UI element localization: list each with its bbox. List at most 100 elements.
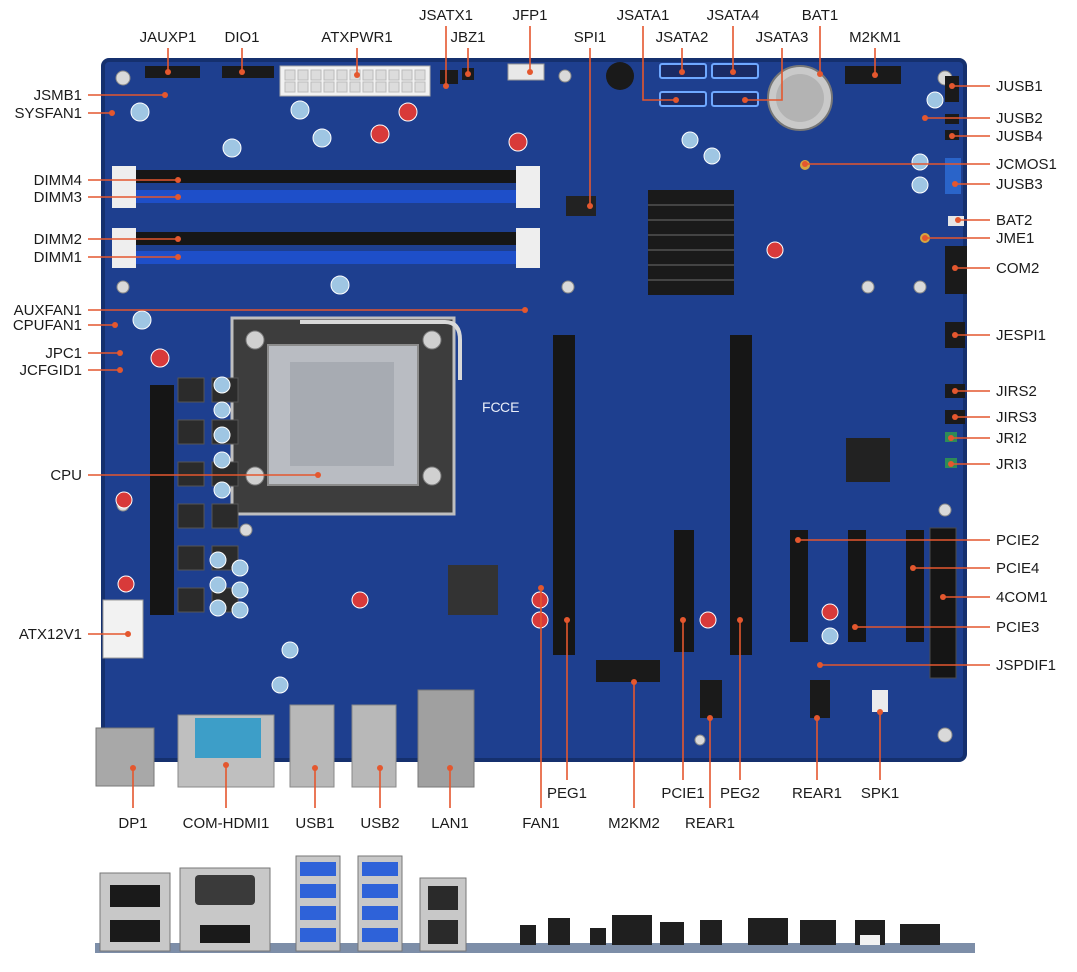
- label-pcie2: PCIE2: [996, 532, 1039, 549]
- vrm-heatsink: [150, 385, 174, 615]
- label-pcie4: PCIE4: [996, 560, 1039, 577]
- label-jsata4: JSATA4: [707, 7, 760, 24]
- label-jespi1: JESPI1: [996, 327, 1046, 344]
- leader-lines: [88, 26, 990, 808]
- usb1-port: [289, 704, 335, 788]
- rear-panel-base: [95, 943, 975, 953]
- label-com-hdmi1: COM-HDMI1: [183, 815, 270, 832]
- label-fan1: FAN1: [522, 815, 560, 832]
- spi-chip: [566, 196, 596, 216]
- label-sysfan1: SYSFAN1: [14, 105, 82, 122]
- atx-power-pins: [284, 69, 426, 93]
- label-jirs3: JIRS3: [996, 409, 1037, 426]
- rear-hdmi-port: [200, 925, 250, 943]
- label-cpu: CPU: [50, 467, 82, 484]
- cpu-socket-screws: [245, 330, 442, 486]
- label-dimm4: DIMM4: [34, 172, 82, 189]
- label-usb1: USB1: [295, 815, 334, 832]
- label-m2km2: M2KM2: [608, 815, 660, 832]
- fcc-mark: FC: [482, 399, 501, 415]
- label-jri2: JRI2: [996, 430, 1027, 447]
- pcie1-slot: [674, 530, 694, 652]
- dio1-header: [222, 66, 274, 78]
- atx12v-connector: [102, 599, 144, 659]
- label-jirs2: JIRS2: [996, 383, 1037, 400]
- rear-lan-port-a: [428, 886, 458, 910]
- label-jsmb1: JSMB1: [34, 87, 82, 104]
- label-jbz1: JBZ1: [450, 29, 485, 46]
- label-pcie1: PCIE1: [661, 785, 704, 802]
- rear-dp-upper: [110, 885, 160, 907]
- label-spk1: SPK1: [861, 785, 899, 802]
- rear-low-components: [520, 915, 940, 945]
- label-m2km1: M2KM1: [849, 29, 901, 46]
- label-jpc1: JPC1: [45, 345, 82, 362]
- label-bat1: BAT1: [802, 7, 838, 24]
- rear-serial-port: [195, 875, 255, 905]
- 4com1-header: [929, 527, 957, 679]
- callout-labels: JAUXP1 DIO1 ATXPWR1 JSATX1 JBZ1 JFP1 SPI…: [13, 7, 1057, 832]
- ce-mark: CE: [500, 399, 519, 415]
- expansion-slots: [553, 335, 924, 655]
- label-rear1-bottom: REAR1: [685, 815, 735, 832]
- label-jusb4: JUSB4: [996, 128, 1043, 145]
- label-jfp1: JFP1: [512, 7, 547, 24]
- dp1-port: [95, 727, 155, 787]
- rear-dp-lower: [110, 920, 160, 942]
- motherboard: [95, 58, 967, 788]
- rear1-header-a: [700, 680, 722, 718]
- label-auxfan1: AUXFAN1: [14, 302, 82, 319]
- buzzer: [606, 62, 634, 90]
- usb2-port: [351, 704, 397, 788]
- com-hdmi1-serial: [195, 718, 261, 758]
- label-jusb1: JUSB1: [996, 78, 1043, 95]
- label-jauxp1: JAUXP1: [140, 29, 197, 46]
- spk1-connector: [872, 690, 888, 712]
- rear-panel-view: [95, 855, 975, 953]
- label-jcmos1: JCMOS1: [996, 156, 1057, 173]
- leader-jsata1: [642, 26, 676, 101]
- label-jsatx1: JSATX1: [419, 7, 473, 24]
- io-chip: [846, 438, 890, 482]
- pch-chip: [448, 565, 498, 615]
- jfp1-header: [507, 63, 545, 81]
- pcie3-slot: [848, 530, 866, 642]
- label-dp1: DP1: [118, 815, 147, 832]
- label-jusb2: JUSB2: [996, 110, 1043, 127]
- label-peg2: PEG2: [720, 785, 760, 802]
- rear-usb1-ports: [300, 862, 336, 942]
- label-spi1: SPI1: [574, 29, 607, 46]
- capacitors: [115, 91, 944, 694]
- label-jsata2: JSATA2: [656, 29, 709, 46]
- rear-usb2-ports: [362, 862, 398, 942]
- label-jri3: JRI3: [996, 456, 1027, 473]
- peg2-slot: [730, 335, 752, 655]
- label-jsata1: JSATA1: [617, 7, 670, 24]
- rear-white-connector: [860, 935, 880, 945]
- label-cpufan1: CPUFAN1: [13, 317, 82, 334]
- label-bat2: BAT2: [996, 212, 1032, 229]
- jsatx1-header: [440, 70, 458, 84]
- label-jcfgid1: JCFGID1: [19, 362, 82, 379]
- label-lan1: LAN1: [431, 815, 469, 832]
- cmos-battery-face: [776, 74, 824, 122]
- peg1-slot: [553, 335, 575, 655]
- label-atx12v1: ATX12V1: [19, 626, 82, 643]
- label-atxpwr1: ATXPWR1: [321, 29, 392, 46]
- right-headers: [945, 76, 967, 468]
- lan1-port: [417, 689, 475, 788]
- label-dimm1: DIMM1: [34, 249, 82, 266]
- chipset-heatsink: [648, 190, 734, 295]
- label-usb2: USB2: [360, 815, 399, 832]
- label-jme1: JME1: [996, 230, 1034, 247]
- label-dimm2: DIMM2: [34, 231, 82, 248]
- cpu-socket-cover: [290, 362, 394, 466]
- rear-lan-port-b: [428, 920, 458, 944]
- pcie4-slot: [906, 530, 924, 642]
- label-jsata3: JSATA3: [756, 29, 809, 46]
- cpu-socket-lever: [300, 320, 462, 380]
- leader-jsata3: [745, 48, 783, 101]
- rear1-header-b: [810, 680, 830, 718]
- dimm-slots: [112, 166, 540, 268]
